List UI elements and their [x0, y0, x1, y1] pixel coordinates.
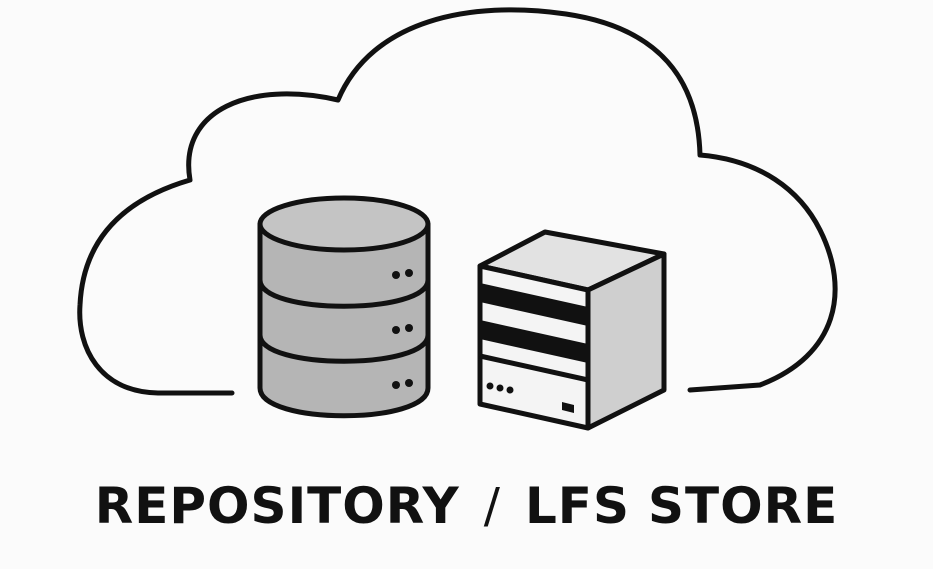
store-label: STORE: [647, 477, 839, 535]
diagram-caption: REPOSITORY / LFS STORE: [0, 466, 933, 546]
separator-label: /: [483, 478, 501, 534]
repository-label: REPOSITORY: [94, 477, 460, 535]
lfs-label: LFS: [524, 477, 630, 535]
database-icon: [257, 195, 431, 419]
server-icon: [477, 229, 667, 431]
cloud-icon: [77, 7, 838, 396]
